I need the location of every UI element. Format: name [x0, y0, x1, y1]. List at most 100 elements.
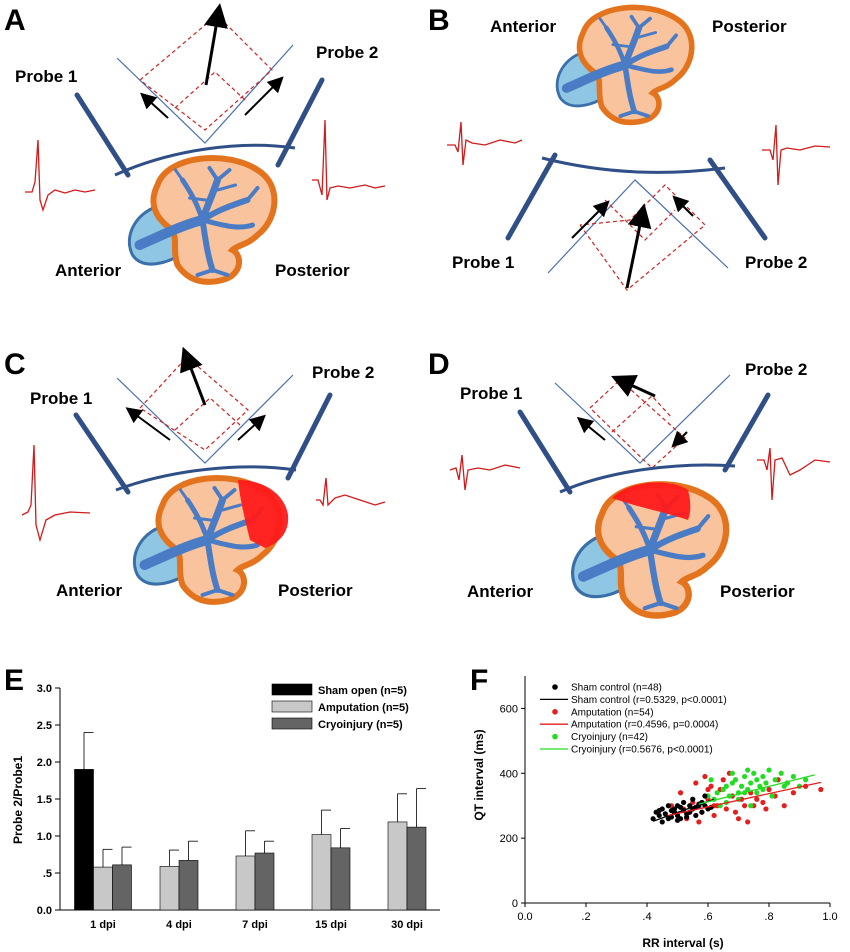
- data-point-f: [659, 819, 665, 825]
- posterior-label-c: Posterior: [278, 581, 353, 600]
- probe-2-label-b: Probe 2: [745, 253, 807, 272]
- probe-1-bar-a: [74, 92, 131, 178]
- legend-f: Sham control (n=48)Sham control (r=0.532…: [540, 683, 727, 756]
- data-point-f: [732, 809, 739, 815]
- x-tick-label-e: 4 dpi: [166, 919, 192, 931]
- probe-1-label-a: Probe 1: [15, 67, 77, 86]
- legend-label-f: Amputation (r=0.4596, p=0.0004): [571, 720, 718, 731]
- data-point-f: [781, 783, 787, 789]
- legend-label-f: Sham control (r=0.5329, p<0.0001): [571, 695, 727, 706]
- panel-c: C Probe 1 Probe 2 Anterior Posterior: [4, 346, 386, 602]
- data-point-f: [656, 812, 662, 819]
- bars-e: [74, 732, 427, 911]
- legend-label-f: Cryoinjury (r=0.5676, p<0.0001): [571, 745, 713, 756]
- data-point-f: [803, 777, 809, 783]
- data-point-f: [754, 796, 760, 802]
- data-point-f: [699, 809, 705, 815]
- ecg-trace-probe1-a: [25, 139, 96, 213]
- x-tick-label-f: .4: [642, 911, 651, 923]
- anterior-label-a: Anterior: [55, 261, 122, 280]
- data-point-f: [693, 812, 699, 819]
- probe-2-label-a: Probe 2: [316, 43, 378, 62]
- data-point-f: [781, 803, 787, 809]
- data-point-f: [662, 811, 668, 817]
- bar-e: [330, 847, 351, 911]
- data-point-f: [665, 803, 671, 809]
- x-tick-label-f: .8: [764, 911, 773, 923]
- probe-2-bar-a: [275, 77, 325, 168]
- data-point-f: [757, 783, 763, 789]
- data-point-f: [711, 812, 717, 819]
- data-point-f: [656, 807, 662, 814]
- data-point-f: [763, 780, 769, 786]
- probe-2-bar-d: [722, 392, 771, 473]
- legend-marker-f: [552, 733, 558, 740]
- points-f: [650, 767, 824, 825]
- probe-window-c: [116, 346, 294, 464]
- panel-letter-f: F: [470, 664, 488, 697]
- data-point-f: [677, 816, 684, 822]
- data-point-f: [684, 814, 690, 820]
- data-point-f: [742, 803, 748, 809]
- data-point-f: [763, 806, 769, 812]
- data-point-f: [790, 773, 797, 780]
- data-point-f: [714, 790, 720, 796]
- posterior-label-d: Posterior: [720, 582, 795, 601]
- y-tick-label-e: 1.5: [37, 794, 52, 806]
- probe-1-label-d: Probe 1: [460, 384, 522, 403]
- data-point-f: [754, 790, 760, 796]
- probe-window-a: [116, 3, 294, 144]
- data-point-f: [708, 777, 714, 783]
- data-point-f: [745, 767, 751, 773]
- data-point-f: [742, 773, 748, 780]
- y-axis-label-e: Probe 2/Probe1: [11, 756, 25, 844]
- y-tick-label-e: .5: [43, 868, 52, 880]
- y-axis-label-f: QT interval (ms): [472, 729, 486, 820]
- x-tick-label-e: 7 dpi: [242, 919, 268, 931]
- data-point-f: [738, 783, 745, 789]
- data-point-f: [790, 790, 797, 796]
- data-point-f: [723, 783, 729, 789]
- data-point-f: [693, 780, 699, 786]
- injury-region-c: [238, 480, 289, 548]
- panel-b: B Anterior Posterior Probe 1 Probe 2: [428, 4, 831, 291]
- anterior-label-c: Anterior: [56, 581, 123, 600]
- x-tick-label-f: 0.0: [517, 911, 532, 923]
- data-point-f: [754, 777, 760, 783]
- data-point-f: [751, 770, 757, 776]
- bar-chart-e: E Probe 2/Probe1 0.0.51.01.52.02.53.01 d…: [4, 664, 440, 931]
- data-point-f: [818, 786, 824, 793]
- x-tick-label-f: .6: [703, 911, 712, 923]
- heart-b: [557, 7, 692, 122]
- injury-region-d: [612, 482, 691, 520]
- ecg-trace-probe1-c: [21, 444, 91, 543]
- legend-label-f: Amputation (n=54): [571, 707, 654, 718]
- data-point-f: [766, 767, 772, 773]
- data-point-f: [760, 773, 766, 780]
- data-point-f: [720, 786, 726, 793]
- data-point-f: [681, 799, 687, 806]
- probe-window-b: [547, 179, 729, 291]
- posterior-label-a: Posterior: [275, 261, 350, 280]
- panel-a: A Probe 1 Probe 2 Anterior Posterior: [4, 3, 386, 282]
- y-tick-label-e: 1.0: [37, 831, 52, 843]
- panel-letter-b: B: [428, 4, 450, 37]
- panel-letter-e: E: [4, 664, 24, 697]
- anterior-label-b: Anterior: [490, 17, 557, 36]
- data-point-f: [708, 783, 714, 789]
- data-point-f: [732, 777, 739, 783]
- legend-label-e: Sham open (n=5): [318, 685, 407, 697]
- y-tick-label-e: 2.0: [37, 757, 52, 769]
- probe-window-d: [554, 374, 731, 469]
- data-point-f: [760, 799, 766, 806]
- probe-1-bar-b: [505, 152, 558, 241]
- data-point-f: [735, 816, 742, 822]
- posterior-label-b: Posterior: [712, 17, 787, 36]
- ecg-trace-probe2-a: [312, 119, 386, 201]
- ecg-trace-probe2-d: [757, 447, 831, 501]
- body-wall-b: [541, 156, 726, 174]
- heart-a: [129, 158, 274, 282]
- probe-2-label-d: Probe 2: [745, 360, 807, 379]
